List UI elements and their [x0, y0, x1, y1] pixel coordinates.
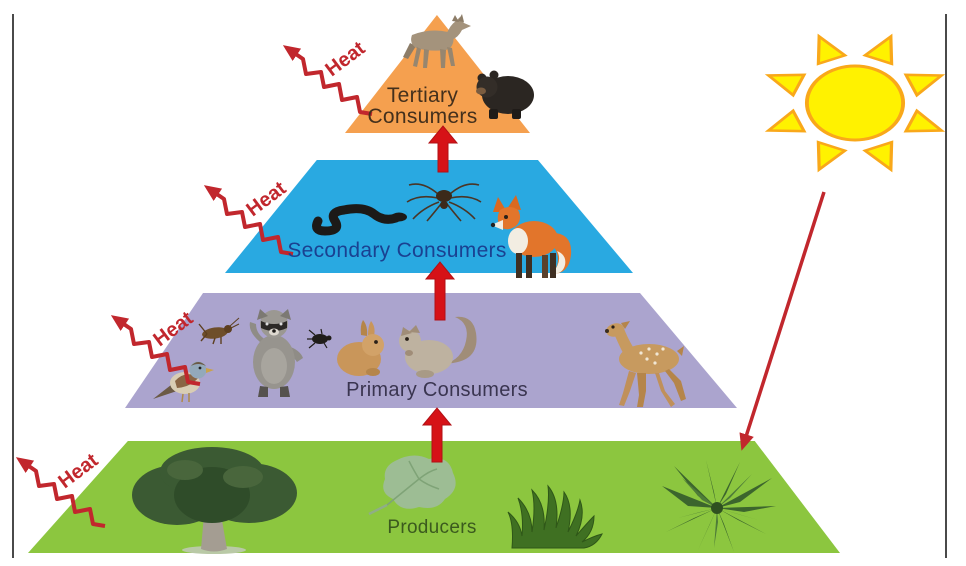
grass-image: [507, 484, 603, 549]
fox-image: [490, 195, 572, 278]
squirrel-image: [399, 316, 477, 378]
left-border-line: [12, 14, 14, 558]
right-border-line: [945, 14, 947, 558]
spider-image: [406, 183, 482, 222]
fawn-image: [605, 321, 686, 407]
tertiary-label-line1: Tertiary: [386, 84, 459, 107]
heat-label-tertiary: Heat: [321, 37, 369, 81]
cricket-image: [198, 317, 240, 345]
black-bear-image: [476, 70, 534, 119]
tertiary-label-line2: Consumers: [367, 105, 478, 128]
sun-icon: [764, 33, 946, 173]
sparrow-image: [153, 361, 214, 403]
fern-image: [662, 460, 776, 552]
tree-image: [132, 447, 297, 554]
snake-image: [312, 204, 407, 236]
primary-consumers-label: Primary Consumers: [346, 379, 528, 401]
rabbit-image: [337, 320, 384, 376]
coyote-image: [403, 14, 471, 68]
sunlight-arrow: [739, 191, 826, 451]
producers-label: Producers: [387, 517, 477, 538]
secondary-consumers-label: Secondary Consumers: [287, 239, 507, 262]
leaf-image: [368, 455, 456, 516]
tertiary-consumers-label: Tertiary Consumers: [345, 85, 500, 127]
beetle-image: [307, 328, 332, 349]
raccoon-image: [249, 309, 303, 397]
